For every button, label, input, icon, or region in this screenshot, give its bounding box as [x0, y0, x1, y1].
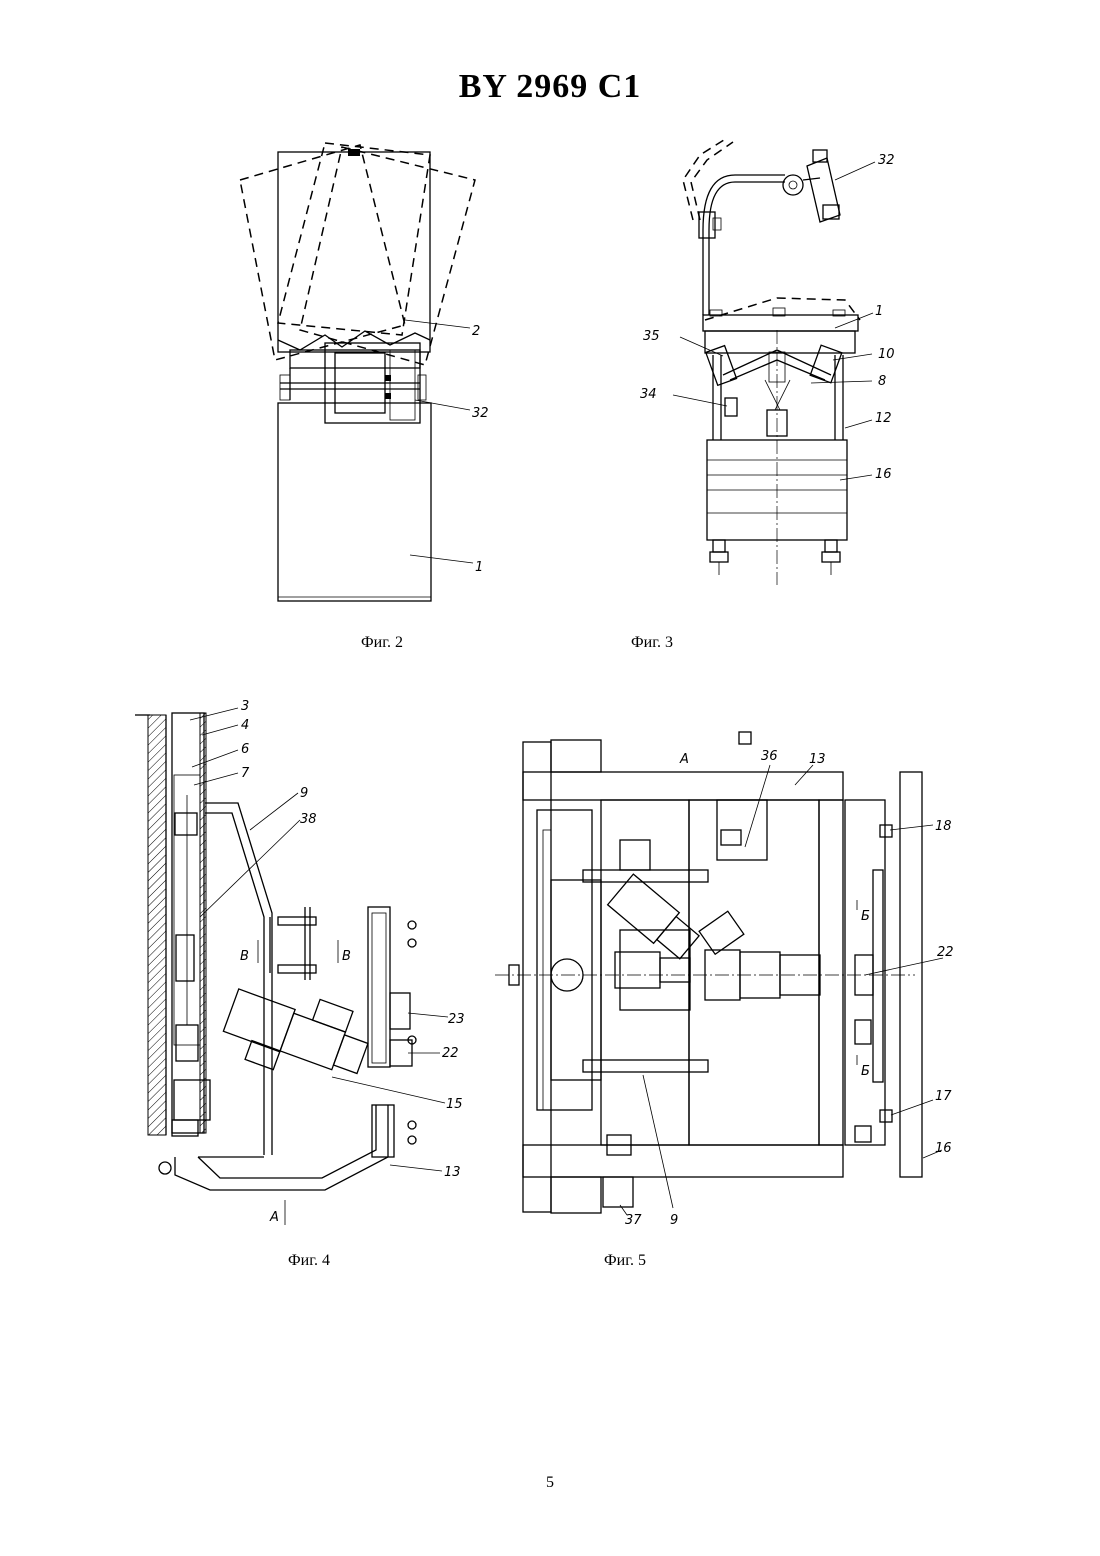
fig5-label-b2: Б — [861, 1064, 870, 1079]
figure-3-drawing: 32 1 35 10 8 34 12 16 — [635, 130, 915, 590]
fig5-label-9: 9 — [670, 1213, 678, 1228]
fig5-label-16: 16 — [935, 1141, 952, 1156]
fig3-label-16: 16 — [875, 467, 892, 482]
fig3-label-34: 34 — [640, 387, 657, 402]
fig4-label-38: 38 — [300, 812, 317, 827]
fig4-label-13: 13 — [444, 1165, 461, 1180]
fig5-label-36: 36 — [761, 749, 778, 764]
fig4-label-23: 23 — [448, 1012, 465, 1027]
fig5-label-37: 37 — [625, 1213, 642, 1228]
fig4-label-a: A — [269, 1210, 279, 1225]
figure-4-drawing: 3 4 6 7 9 38 B B 23 22 15 13 A — [130, 695, 470, 1235]
fig4-label-4: 4 — [241, 718, 249, 733]
figure-5-drawing: A 36 13 18 Б 22 Б 17 16 37 9 — [495, 730, 975, 1230]
figure-3-caption: Фиг. 3 — [631, 634, 673, 652]
fig4-label-7: 7 — [241, 766, 250, 781]
fig3-label-10: 10 — [878, 347, 895, 362]
fig3-label-35: 35 — [643, 329, 660, 344]
fig4-label-22: 22 — [442, 1046, 459, 1061]
fig3-label-12: 12 — [875, 411, 892, 426]
fig4-label-9: 9 — [300, 786, 308, 801]
fig2-label-1: 1 — [475, 560, 483, 575]
fig5-label-13: 13 — [809, 752, 826, 767]
fig5-label-17: 17 — [935, 1089, 952, 1104]
fig4-label-b2: B — [342, 949, 351, 964]
document-title: BY 2969 C1 — [0, 68, 1100, 106]
fig3-label-1: 1 — [875, 304, 883, 319]
fig2-label-2: 2 — [472, 324, 480, 339]
fig5-label-18: 18 — [935, 819, 952, 834]
figure-2-caption: Фиг. 2 — [361, 634, 403, 652]
figure-2-drawing: 2 32 1 — [230, 135, 500, 610]
fig3-label-32: 32 — [878, 153, 895, 168]
figure-4-caption: Фиг. 4 — [288, 1252, 330, 1270]
fig5-label-b1: Б — [861, 909, 870, 924]
page-number: 5 — [0, 1474, 1100, 1492]
fig4-label-3: 3 — [241, 699, 249, 714]
fig2-label-32: 32 — [472, 406, 489, 421]
fig3-label-8: 8 — [878, 374, 886, 389]
figure-5-caption: Фиг. 5 — [604, 1252, 646, 1270]
fig5-label-22: 22 — [937, 945, 954, 960]
fig5-label-a: A — [679, 752, 689, 767]
fig4-label-b1: B — [240, 949, 249, 964]
fig4-label-15: 15 — [446, 1097, 463, 1112]
fig4-label-6: 6 — [241, 742, 249, 757]
